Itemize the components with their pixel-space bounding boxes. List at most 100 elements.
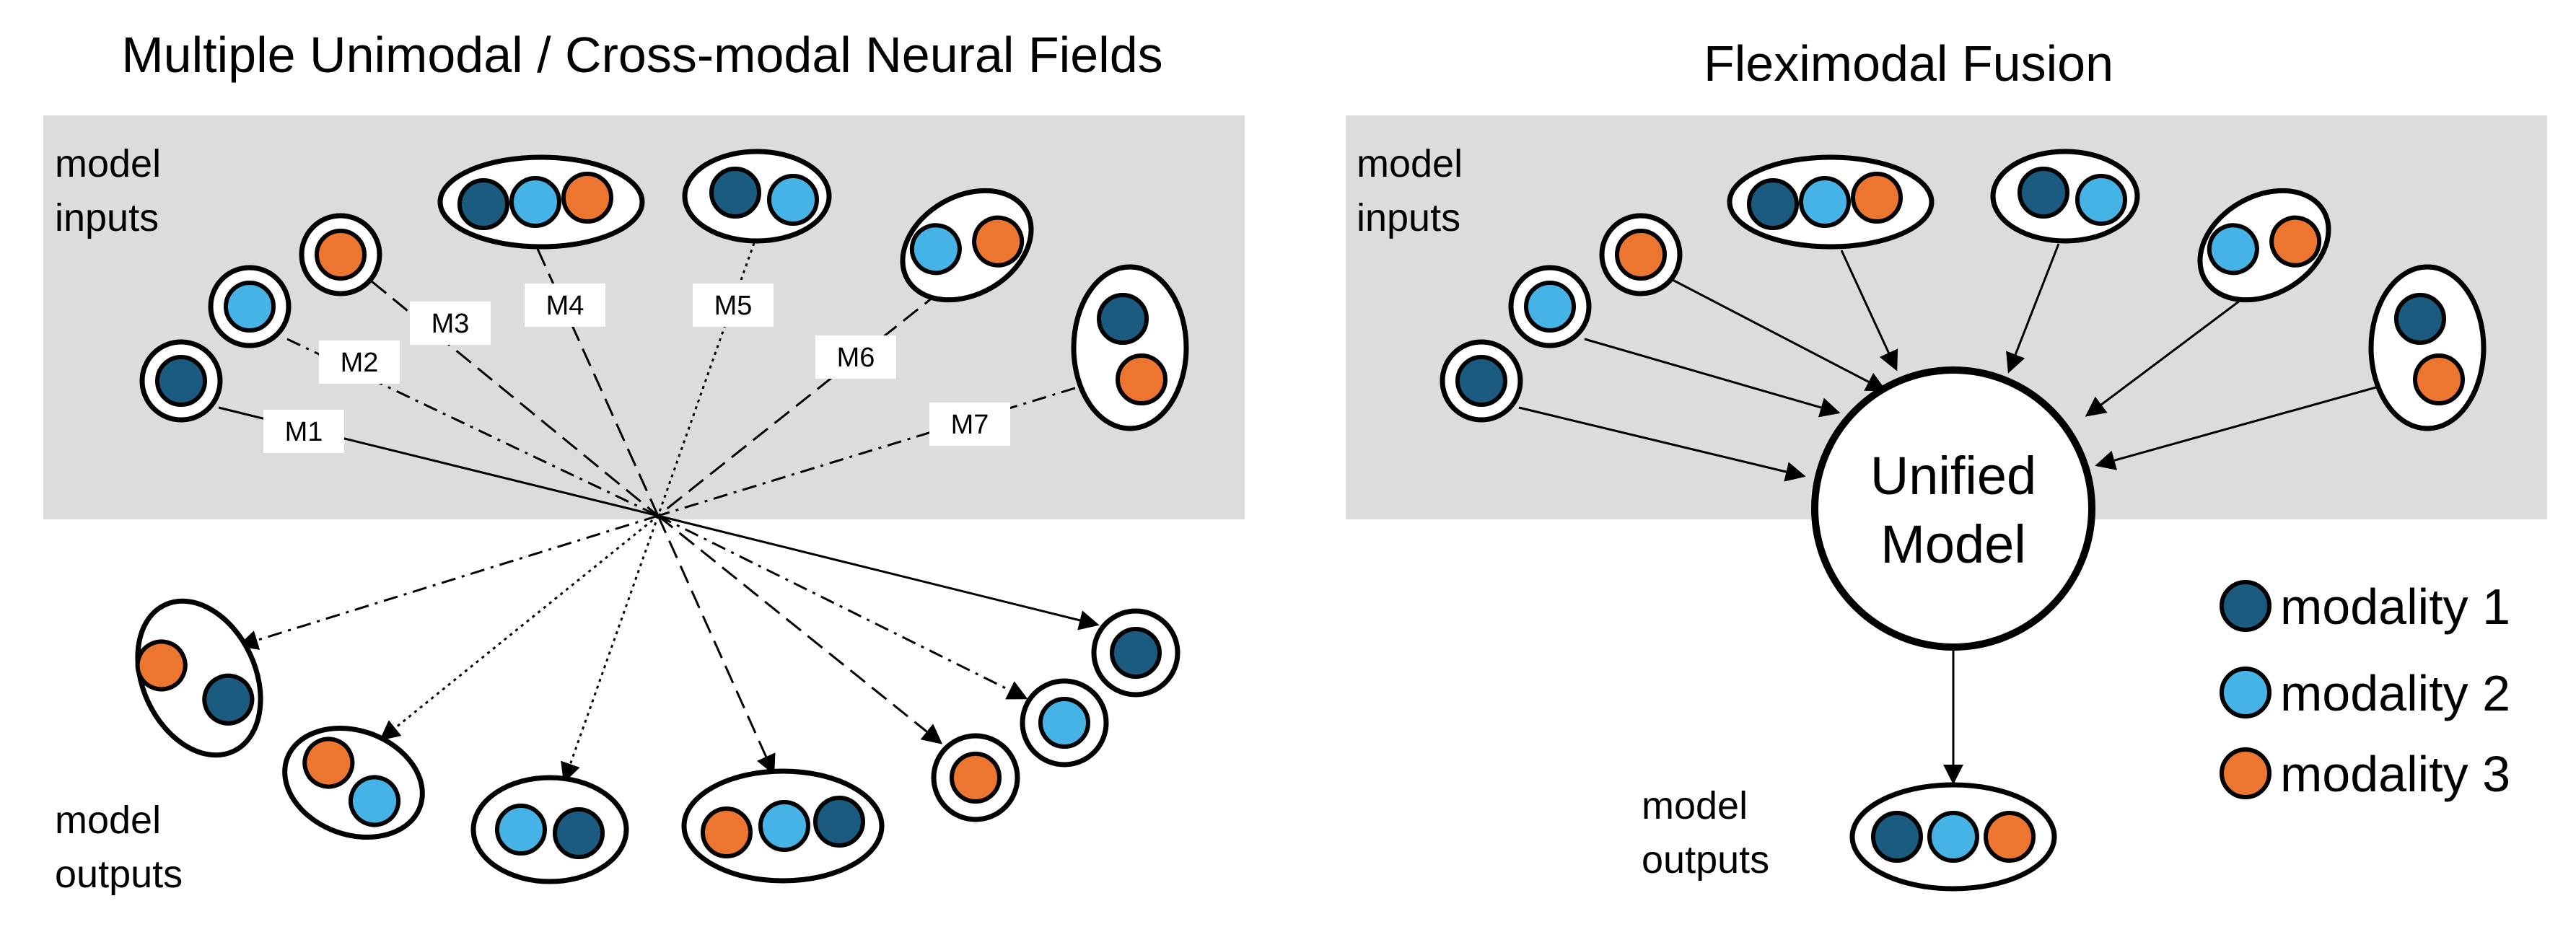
- model-label-m1: M1: [263, 410, 344, 453]
- model-label-m7-text: M7: [951, 410, 989, 440]
- left-output-4-modality-2-dot: [758, 800, 810, 852]
- right-input-m2-modality-2-dot: [1524, 281, 1576, 333]
- legend: modality 1 modality 2 modality 3: [2220, 579, 2510, 802]
- right-outputs-label-line1: model: [1642, 784, 1748, 827]
- left-output-2-modality-3-dot: [302, 737, 355, 789]
- left-output-6-group: [1020, 678, 1109, 768]
- left-input-m4-modality-2-dot: [509, 176, 561, 228]
- right-input-m5-group: [1990, 149, 2140, 244]
- left-output-7-group: [1091, 608, 1180, 698]
- left-output-2-group: [282, 725, 425, 840]
- line-m3-output: [657, 514, 943, 744]
- left-output-1-modality-3-dot: [135, 639, 188, 692]
- right-title: Fleximodal Fusion: [1704, 35, 2113, 92]
- line-right-m4: [1840, 250, 1898, 372]
- right-input-m1-modality-1-dot: [1455, 355, 1507, 407]
- left-output-4-modality-1-dot: [813, 796, 865, 848]
- legend-dot-modality-3: [2220, 747, 2271, 799]
- left-title: Multiple Unimodal / Cross-modal Neural F…: [121, 27, 1162, 83]
- left-output-1-group: [135, 598, 263, 758]
- right-connection-lines: [1518, 243, 2382, 785]
- left-output-3-group: [470, 775, 629, 884]
- model-labels: M1 M2 M3 M4 M5 M6 M7: [263, 283, 1010, 453]
- legend-label-modality-3: modality 3: [2280, 746, 2510, 802]
- left-input-m7-outline: [1071, 264, 1189, 431]
- right-input-m7-modality-1-dot: [2394, 293, 2446, 345]
- left-inputs-label-line2: inputs: [55, 196, 159, 239]
- left-input-m4-group: [437, 154, 645, 250]
- left-input-m6-modality-3-dot: [972, 215, 1025, 268]
- left-input-m6-modality-2-dot: [909, 223, 962, 276]
- line-m1-output: [657, 514, 1100, 630]
- right-input-m1-group: [1440, 339, 1523, 423]
- line-m7-output: [657, 514, 1028, 700]
- model-label-m3-text: M3: [431, 309, 470, 339]
- model-label-m2-text: M2: [341, 348, 379, 378]
- right-output-modality-3-dot: [1984, 811, 2036, 863]
- model-label-m6-text: M6: [837, 343, 875, 373]
- line-right-m1: [1518, 406, 1806, 482]
- right-input-m4-modality-1-dot: [1747, 178, 1799, 230]
- model-label-m6: M6: [815, 335, 896, 379]
- modality-groups: [135, 149, 2487, 892]
- right-input-m4-modality-2-dot: [1799, 176, 1851, 228]
- left-input-m7-group: [1071, 264, 1189, 431]
- right-inputs-label-line2: inputs: [1357, 196, 1460, 239]
- line-right-m7: [2095, 384, 2382, 470]
- left-output-2-modality-2-dot: [349, 775, 401, 827]
- line-m4-output: [657, 515, 776, 775]
- model-label-m3: M3: [410, 302, 491, 345]
- right-output-modality-2-dot: [1927, 811, 1979, 863]
- left-output-3-modality-1-dot: [553, 807, 605, 859]
- unified-model-node: Unified Model: [1811, 366, 2095, 651]
- right-input-m6-modality-2-dot: [2207, 223, 2259, 276]
- left-input-m1-group: [139, 339, 223, 423]
- left-input-m4-modality-1-dot: [457, 178, 509, 230]
- right-input-m3-group: [1599, 213, 1683, 296]
- left-output-1-modality-1-dot: [202, 673, 255, 726]
- left-input-m3-modality-3-dot: [315, 229, 367, 281]
- model-label-m5-text: M5: [714, 291, 753, 321]
- right-input-m2-group: [1508, 265, 1592, 348]
- left-input-m2-group: [208, 265, 292, 348]
- legend-label-modality-1: modality 1: [2280, 579, 2510, 635]
- left-input-m5-group: [682, 149, 832, 244]
- right-input-m5-modality-2-dot: [2075, 174, 2127, 226]
- left-input-m2-modality-2-dot: [224, 281, 276, 333]
- model-label-m2: M2: [319, 340, 400, 384]
- line-m6-input: [657, 291, 940, 517]
- model-label-m7: M7: [929, 403, 1010, 446]
- left-input-m3-group: [299, 213, 382, 296]
- unified-model-label-line2: Model: [1880, 514, 2026, 574]
- left-outputs-label-line1: model: [55, 799, 161, 842]
- line-right-m6: [2085, 291, 2252, 417]
- legend-dot-modality-1: [2220, 580, 2271, 632]
- line-right-m3: [1672, 278, 1887, 392]
- right-input-m6-modality-3-dot: [2269, 215, 2322, 268]
- left-outputs-label-line2: outputs: [55, 853, 183, 896]
- left-inputs-label-line1: model: [55, 142, 161, 185]
- line-right-m2: [1584, 338, 1841, 418]
- line-m2-output: [237, 514, 659, 650]
- line-m4-input: [536, 248, 660, 516]
- left-input-m5-modality-2-dot: [767, 174, 819, 226]
- left-input-m7-modality-3-dot: [1116, 353, 1167, 405]
- model-label-m5: M5: [693, 283, 774, 327]
- line-m5-output: [561, 515, 660, 783]
- right-input-m5-modality-1-dot: [2018, 167, 2069, 219]
- line-m5-input: [657, 242, 755, 516]
- right-outputs-label-line2: outputs: [1642, 838, 1769, 882]
- right-input-m7-modality-3-dot: [2413, 353, 2465, 405]
- right-input-m7-outline: [2368, 264, 2487, 431]
- model-label-m4-text: M4: [546, 291, 584, 321]
- right-input-m4-modality-3-dot: [1851, 172, 1903, 224]
- left-output-3-modality-2-dot: [495, 804, 547, 856]
- model-label-m1-text: M1: [285, 417, 323, 447]
- left-output-5-group: [931, 733, 1020, 822]
- legend-label-modality-2: modality 2: [2280, 665, 2510, 721]
- left-output-4-group: [681, 768, 885, 884]
- unified-model-label-line1: Unified: [1870, 446, 2036, 506]
- left-output-4-modality-3-dot: [701, 806, 753, 858]
- right-input-m6-group: [2197, 188, 2331, 303]
